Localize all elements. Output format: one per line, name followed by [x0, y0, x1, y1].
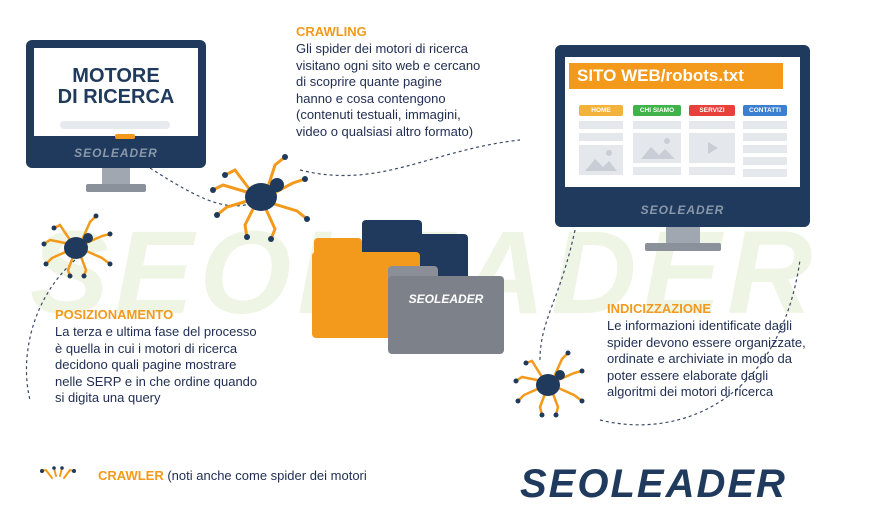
- indicizzazione-heading: INDICIZZAZIONE: [607, 301, 711, 316]
- indicizzazione-line: Le informazioni identificate dagli: [607, 318, 792, 333]
- content-placeholder: [743, 121, 787, 129]
- posizionamento-line: decidono quali pagine mostrare: [55, 357, 237, 372]
- nav-home: HOME: [579, 105, 623, 116]
- search-button-shape: [115, 134, 135, 139]
- monitor-base: [86, 184, 146, 192]
- monitor-stand: [666, 227, 700, 243]
- nav-contatti: CONTATTI: [743, 105, 787, 116]
- posizionamento-line: La terza e ultima fase del processo: [55, 324, 257, 339]
- indicizzazione-line: spider devono essere organizzate,: [607, 334, 806, 350]
- site-title: SITO WEB/robots.txt: [569, 63, 783, 89]
- crawling-line: video o qualsiasi altro formato): [296, 123, 474, 139]
- content-placeholder: [689, 167, 735, 175]
- image-placeholder-icon: [633, 133, 681, 163]
- crawling-text: Gli spider dei motori di ricerca visitan…: [296, 41, 546, 140]
- posizionamento-line: si digita una query: [55, 390, 161, 405]
- crawling-line: (contenuti testuali, immagini,: [296, 107, 461, 122]
- posizionamento-line: è quella in cui i motori di ricerca: [55, 340, 238, 356]
- content-placeholder: [579, 133, 623, 141]
- crawler-heading: CRAWLER: [98, 468, 164, 483]
- play-icon: [689, 133, 735, 163]
- spider-icon: [40, 466, 76, 479]
- dashed-connectors: [25, 139, 801, 426]
- spider-icon: [210, 154, 310, 242]
- indicizzazione-line: algoritmi dei motori di ricerca: [607, 384, 774, 399]
- posizionamento-heading: POSIZIONAMENTO: [55, 307, 174, 322]
- crawling-line: di scoprire quante pagine: [296, 74, 442, 89]
- crawling-line: hanno e cosa contengono: [296, 90, 446, 106]
- monitor-screen: MOTORE DI RICERCA: [34, 48, 198, 139]
- indicizzazione-line: ordinate e archiviate in modo da: [607, 351, 793, 366]
- spider-icon: [41, 213, 113, 279]
- monitor-stand: [102, 168, 130, 184]
- spider-icon: [513, 350, 585, 418]
- nav-servizi: SERVIZI: [689, 105, 735, 116]
- crawling-heading: CRAWLING: [296, 24, 367, 39]
- search-bar: [60, 121, 170, 129]
- monitor-brand: SEOLEADER: [74, 146, 158, 160]
- website-screen: SITO WEB/robots.txt HOME CHI SIAMO SERVI…: [565, 57, 800, 187]
- monitor-title: MOTORE DI RICERCA: [34, 66, 198, 108]
- nav-chi-siamo: CHI SIAMO: [633, 105, 681, 116]
- website-monitor-brand: SEOLEADER: [640, 203, 725, 217]
- content-placeholder: [579, 121, 623, 129]
- indicizzazione-text: Le informazioni identificate dagli spide…: [607, 318, 869, 401]
- website-monitor: SITO WEB/robots.txt HOME CHI SIAMO SERVI…: [555, 45, 810, 227]
- content-placeholder: [743, 145, 787, 153]
- monitor-title-line2: DI RICERCA: [57, 86, 175, 108]
- content-placeholder: [633, 167, 681, 175]
- content-placeholder: [743, 169, 787, 177]
- crawling-line: visitano ogni sito web e cercano: [296, 57, 481, 73]
- folder-brand: SEOLEADER: [408, 292, 484, 306]
- crawler-text: (noti anche come spider dei motori: [167, 468, 367, 483]
- posizionamento-line: nelle SERP e in che ordine quando: [55, 373, 258, 389]
- content-placeholder: [633, 121, 681, 129]
- posizionamento-text: La terza e ultima fase del processo è qu…: [55, 324, 305, 407]
- indicizzazione-line: poter essere elaborate dagli: [607, 367, 769, 383]
- monitor-base: [645, 243, 721, 251]
- content-placeholder: [743, 157, 787, 165]
- content-placeholder: [689, 121, 735, 129]
- seoleader-logo: SEOLEADER: [520, 462, 787, 506]
- content-placeholder: [743, 133, 787, 141]
- crawling-line: Gli spider dei motori di ricerca: [296, 41, 468, 56]
- monitor-title-line1: MOTORE: [72, 65, 160, 87]
- image-placeholder-icon: [579, 145, 623, 175]
- crawler-note: CRAWLER (noti anche come spider dei moto…: [98, 468, 367, 485]
- search-engine-monitor: MOTORE DI RICERCA SEOLEADER: [26, 40, 206, 168]
- folder-icon: [388, 276, 504, 354]
